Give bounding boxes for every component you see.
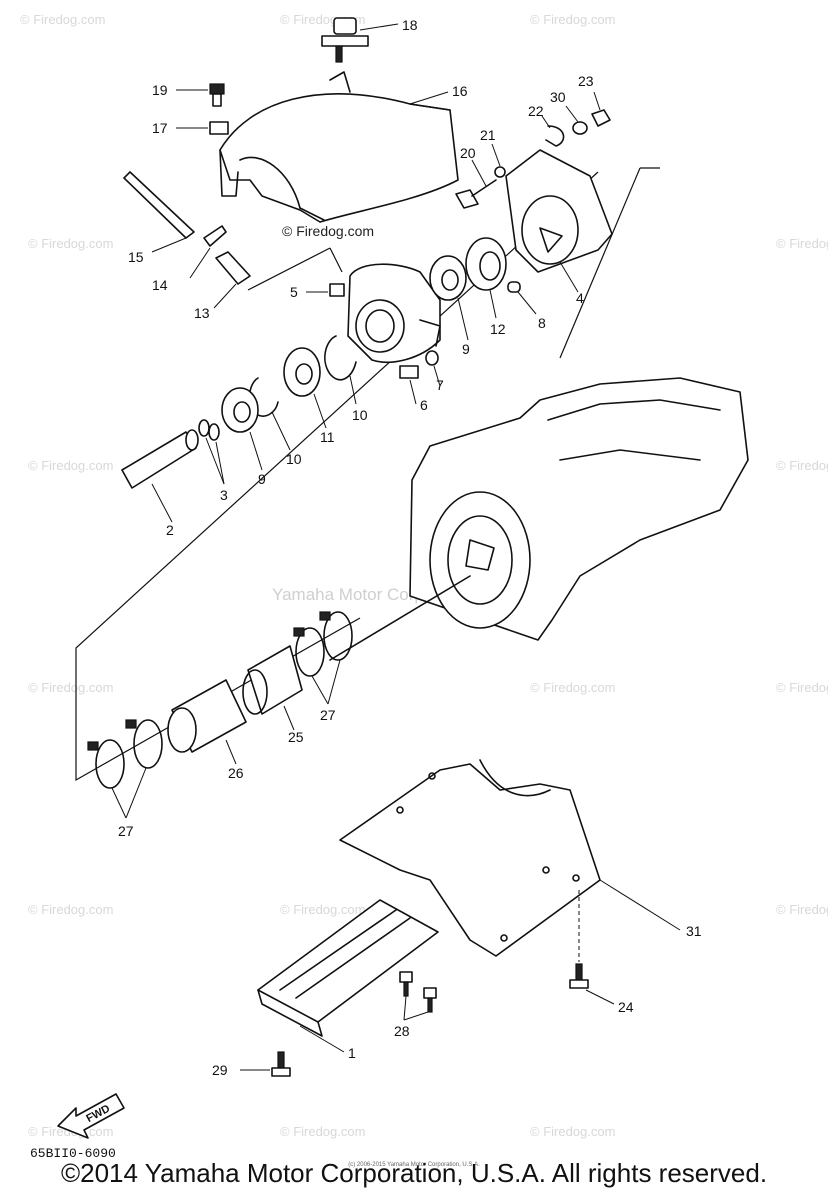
callout-27-upper: 27 xyxy=(320,707,336,723)
part-23-nut xyxy=(591,91,611,127)
watermark-text: © Firedog.com xyxy=(20,12,105,27)
watermark-text: © Firedog.com xyxy=(776,236,828,251)
watermark-text: © Firedog.com xyxy=(280,1124,365,1139)
callout-19: 19 xyxy=(152,82,168,98)
part-25-collar xyxy=(242,645,303,731)
callout-1: 1 xyxy=(348,1045,356,1061)
callout-27-lower: 27 xyxy=(118,823,134,839)
watermark-text: © Firedog.com xyxy=(776,680,828,695)
watermark-text: © Firedog.com xyxy=(530,12,615,27)
watermark-text: © Firedog.com xyxy=(28,236,113,251)
part-22-bracket xyxy=(541,115,565,147)
callout-30: 30 xyxy=(550,89,566,105)
callout-6: 6 xyxy=(420,397,428,413)
watermark-text: © Firedog.com xyxy=(28,458,113,473)
callout-26: 26 xyxy=(228,765,244,781)
part-9-bearing-upper xyxy=(429,255,469,341)
callout-24: 24 xyxy=(618,999,634,1015)
callout-10-right: 10 xyxy=(352,407,368,423)
callout-8: 8 xyxy=(538,315,546,331)
watermark-text: © Firedog.com xyxy=(280,902,365,917)
part-12-seal xyxy=(465,237,507,319)
part-14-clip xyxy=(189,225,227,279)
part-21-washer xyxy=(491,143,506,178)
callout-5: 5 xyxy=(290,284,298,300)
callout-25: 25 xyxy=(288,729,304,745)
part-6-bolt xyxy=(399,365,419,405)
part-5-plug xyxy=(306,283,345,297)
part-27-clamps-lower xyxy=(87,719,163,819)
part-31-intake-duct xyxy=(339,759,681,957)
callout-10-left: 10 xyxy=(286,451,302,467)
callout-7: 7 xyxy=(436,377,444,393)
copyright-footer: ©2014 Yamaha Motor Corporation, U.S.A. A… xyxy=(60,1158,768,1188)
callout-31: 31 xyxy=(686,923,702,939)
callout-28: 28 xyxy=(394,1023,410,1039)
part-18-sensor xyxy=(321,17,399,63)
callout-29: 29 xyxy=(212,1062,228,1078)
part-4-rear-housing xyxy=(505,149,613,293)
callout-13: 13 xyxy=(194,305,210,321)
watermark-text: © Firedog.com xyxy=(776,458,828,473)
part-9-bearing-lower xyxy=(221,387,263,471)
callout-11: 11 xyxy=(320,429,335,445)
part-15-hose xyxy=(123,171,195,253)
part-2-shaft xyxy=(121,429,199,523)
callout-labels: 18 16 19 17 15 14 13 5 23 30 22 21 20 4 … xyxy=(118,17,702,1078)
callout-17: 17 xyxy=(152,120,168,136)
watermark-text: © Firedog.com xyxy=(28,902,113,917)
bearing-housing xyxy=(347,263,441,363)
callout-15: 15 xyxy=(128,249,144,265)
watermark-text-dark: © Firedog.com xyxy=(282,223,374,239)
jet-pump-housing xyxy=(329,377,749,661)
callout-3: 3 xyxy=(220,487,228,503)
watermark-text: © Firedog.com xyxy=(28,680,113,695)
callout-2: 2 xyxy=(166,522,174,538)
watermark-text: © Firedog.com xyxy=(776,902,828,917)
part-16-cover xyxy=(219,71,459,223)
callout-23: 23 xyxy=(578,73,594,89)
part-1-intake-grate xyxy=(257,899,439,1053)
callout-21: 21 xyxy=(480,127,496,143)
callout-4: 4 xyxy=(576,290,584,306)
part-24-bolt xyxy=(569,890,615,1005)
part-26-sleeve xyxy=(167,679,247,765)
callout-18: 18 xyxy=(402,17,418,33)
callout-22: 22 xyxy=(528,103,544,119)
part-13-fitting xyxy=(213,251,251,309)
callout-14: 14 xyxy=(152,277,168,293)
callout-12: 12 xyxy=(490,321,506,337)
part-20-bolt xyxy=(455,159,497,209)
part-7-washer xyxy=(425,350,441,387)
small-copyright: (c) 2006-2015 Yamaha Motor Corporation, … xyxy=(348,1162,480,1168)
part-11-bearing xyxy=(283,347,327,429)
part-27-clamps-upper xyxy=(293,611,353,705)
callout-16: 16 xyxy=(452,83,468,99)
callout-20: 20 xyxy=(460,145,476,161)
part-30-washer xyxy=(565,105,588,135)
part-28-bolts xyxy=(399,971,437,1021)
watermark-text: © Firedog.com xyxy=(530,680,615,695)
part-19-bolt xyxy=(176,83,225,107)
document-code: 65BII0-6090 xyxy=(30,1146,116,1161)
callout-9-lower: 9 xyxy=(258,471,266,487)
callout-9-upper: 9 xyxy=(462,341,470,357)
watermark-text: © Firedog.com xyxy=(530,1124,615,1139)
part-8-pin xyxy=(507,281,537,315)
part-17-nut xyxy=(176,121,229,135)
part-29-bolt xyxy=(240,1051,291,1077)
part-3-o-rings xyxy=(198,419,225,485)
part-10-circlip-right xyxy=(324,335,357,405)
